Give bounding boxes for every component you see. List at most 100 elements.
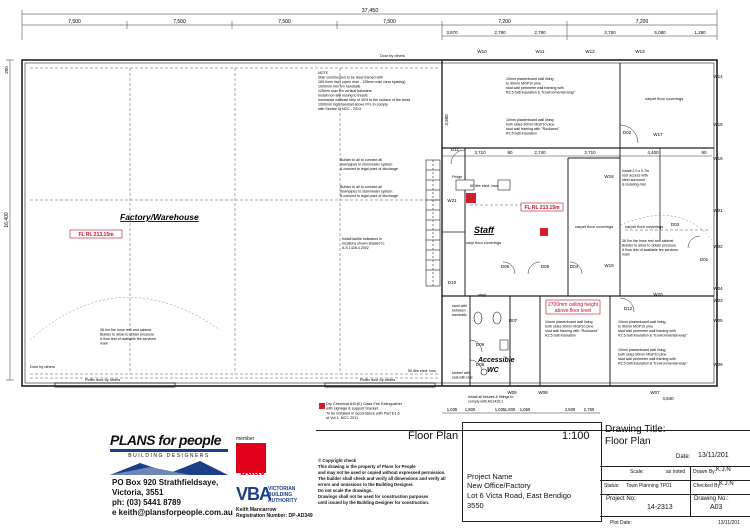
scale-row-label: Scale:: [630, 469, 644, 475]
address-line-4: e keith@plansforpeople.com.au: [112, 508, 233, 517]
note-wall5-line-0: 10mm plasterboard wall lining: [618, 320, 666, 324]
note-wall2-line-2: stud wall framing with "Rockwool": [506, 127, 560, 131]
dim-second-0: 3,870: [446, 30, 458, 35]
note-roof-line-3: & isolating mat: [622, 183, 646, 187]
fridge-label: Fridge: [452, 175, 462, 179]
door-tag-d09: D09: [476, 342, 485, 347]
window-tag-w03: W03: [713, 298, 723, 303]
drawing-scale: 1:100: [562, 430, 590, 442]
dim-mid-3: 2,710: [584, 150, 596, 155]
window-tag-w13: W13: [635, 49, 645, 54]
note-wall1-line-1: to 90mm MGP10 pine: [506, 82, 541, 86]
door-tag-d02: D02: [623, 130, 632, 135]
left-small-dimension: 200: [4, 66, 9, 74]
dim-top-3: 7,500: [383, 19, 396, 25]
note-hose-left-line-0: 36.0m fire hose reel and cabinet: [100, 328, 151, 332]
dim-bottom-0: 1,035: [447, 407, 458, 412]
note-wall3-line-2: stud wall framing with "Rockwool": [545, 329, 599, 333]
note-downpipe2-line-2: & connect to legal point of discharge: [340, 194, 398, 198]
note-downpipe2-line-0: Builder to all to connect all: [340, 185, 382, 189]
note-fixtures-line-1: comply with AS1428.1: [468, 400, 503, 404]
dim-second-5: 1,280: [694, 30, 706, 35]
window-tag-w09: W09: [507, 390, 517, 395]
copyright-title: © Copyright check: [318, 458, 357, 463]
window-tag-w14: W14: [713, 74, 723, 79]
note-shower-line-1: seat with rails: [452, 375, 473, 379]
door-tag-d11: D11: [451, 147, 459, 152]
drawing-label: Floor Plan: [408, 430, 459, 442]
checked-value: K.J.N: [719, 481, 734, 487]
note-stair-line-4: 125mm max b/n vertical balusters: [318, 89, 372, 93]
door-tag-d01: D01: [700, 257, 709, 262]
note-wall4-line-1: both sides 90mm MGP10 pine: [618, 353, 666, 357]
roller-door-1: Roller door by others: [85, 378, 120, 382]
door-tag-d06: D06: [501, 264, 510, 269]
project-box: [462, 422, 602, 522]
note-hose-left-line-3: main: [100, 342, 108, 346]
note-stool-line-0: stool with: [452, 304, 467, 308]
dim-bottom-1: 1,800: [465, 407, 476, 412]
stair: [425, 159, 441, 287]
hose-reel-radius: [29, 215, 713, 341]
note-wall1-line-3: R2.5 batt insulation & "Environmental wr…: [506, 91, 576, 95]
door-tag-d12: D12: [624, 306, 633, 311]
company-sub: BUILDING DESIGNERS: [128, 453, 210, 459]
note-wall3-line-0: 10mm plasterboard wall lining: [545, 320, 593, 324]
staff-floor-level: FL RL 213.15m: [524, 205, 560, 211]
note-roof-line-0: Install 2.0 x 0.7m: [622, 169, 649, 173]
fire-extinguisher-icons: [319, 193, 548, 409]
note-roof-line-1: roof access with: [622, 174, 648, 178]
drawing-no-label: Drawing No.:: [694, 496, 729, 502]
mid-small-dimension: 3,980: [444, 114, 449, 126]
vba-line-1: VICTORIAN: [268, 486, 296, 492]
date-label: Date:: [676, 454, 691, 460]
dim-mid-2: 2,740: [534, 150, 546, 155]
copyright-line-5: Do not scale the drawings.: [318, 488, 373, 493]
window-tag-w06: W06: [713, 362, 723, 367]
scale-row-value: as noted: [666, 469, 686, 475]
note-fixtures-line-0: Install all fixtures & fittings to: [468, 395, 513, 399]
window-tag-w01: W01: [713, 208, 723, 213]
note-wall5-line-1: to 90mm MGP10 pine: [618, 325, 653, 329]
note-hose-left-line-1: Builder to allow to obtain pressure: [100, 333, 154, 337]
address-line-3: ph: (03) 5441 8789: [112, 498, 181, 507]
door-tag-d10: D10: [448, 280, 457, 285]
door-tag-d03: D03: [671, 222, 680, 227]
project-line-1: New Office/Factory: [467, 481, 531, 490]
company-address: PO Box 920 Strathfieldsaye, Victoria, 35…: [112, 478, 233, 518]
note-stool-line-1: between: [452, 309, 466, 313]
note-wall2-line-3: R2.5 batt insulation: [506, 132, 537, 136]
dashed-lines: [30, 67, 710, 379]
carpet-mid1-label: carpet floor coverings: [575, 224, 613, 229]
door-swings: [450, 124, 701, 373]
bdav-text: bdav: [240, 466, 266, 478]
project-name-label: Project Name: [467, 472, 513, 481]
door-tag-d07: D07: [509, 318, 518, 323]
door-others-top: Door by others: [380, 54, 405, 58]
copyright-block: © Copyright check This drawing is the pr…: [318, 458, 454, 506]
note-shower-line-0: shower with: [452, 371, 470, 375]
dim-second-3: 2,750: [604, 30, 616, 35]
note-downpipe1-line-0: Builder to all to connect all: [340, 158, 382, 162]
vinyl-label-1: vinyl: [478, 292, 486, 297]
status-label: Status:: [604, 483, 620, 489]
dim-second-4: 5,080: [654, 30, 666, 35]
window-tag-w18: W18: [604, 174, 614, 179]
note-stair-line-6: luminance contrast strip of 30% to the s…: [318, 98, 410, 102]
note-stair-line-3: 1000mm min b/n handrails: [318, 85, 361, 89]
note-hose-right-line-3: main: [622, 253, 630, 257]
drawn-by-value: K.J.N: [716, 467, 731, 473]
dim-mid-4: 4,400: [647, 150, 659, 155]
dim-second-1: 2,790: [494, 30, 506, 35]
note-wall5-line-3: R2.5 batt insulation & "Environmental wr…: [618, 334, 688, 338]
room-accessible-label: Accessible: [477, 357, 515, 364]
window-tag-w19: W19: [604, 263, 614, 268]
